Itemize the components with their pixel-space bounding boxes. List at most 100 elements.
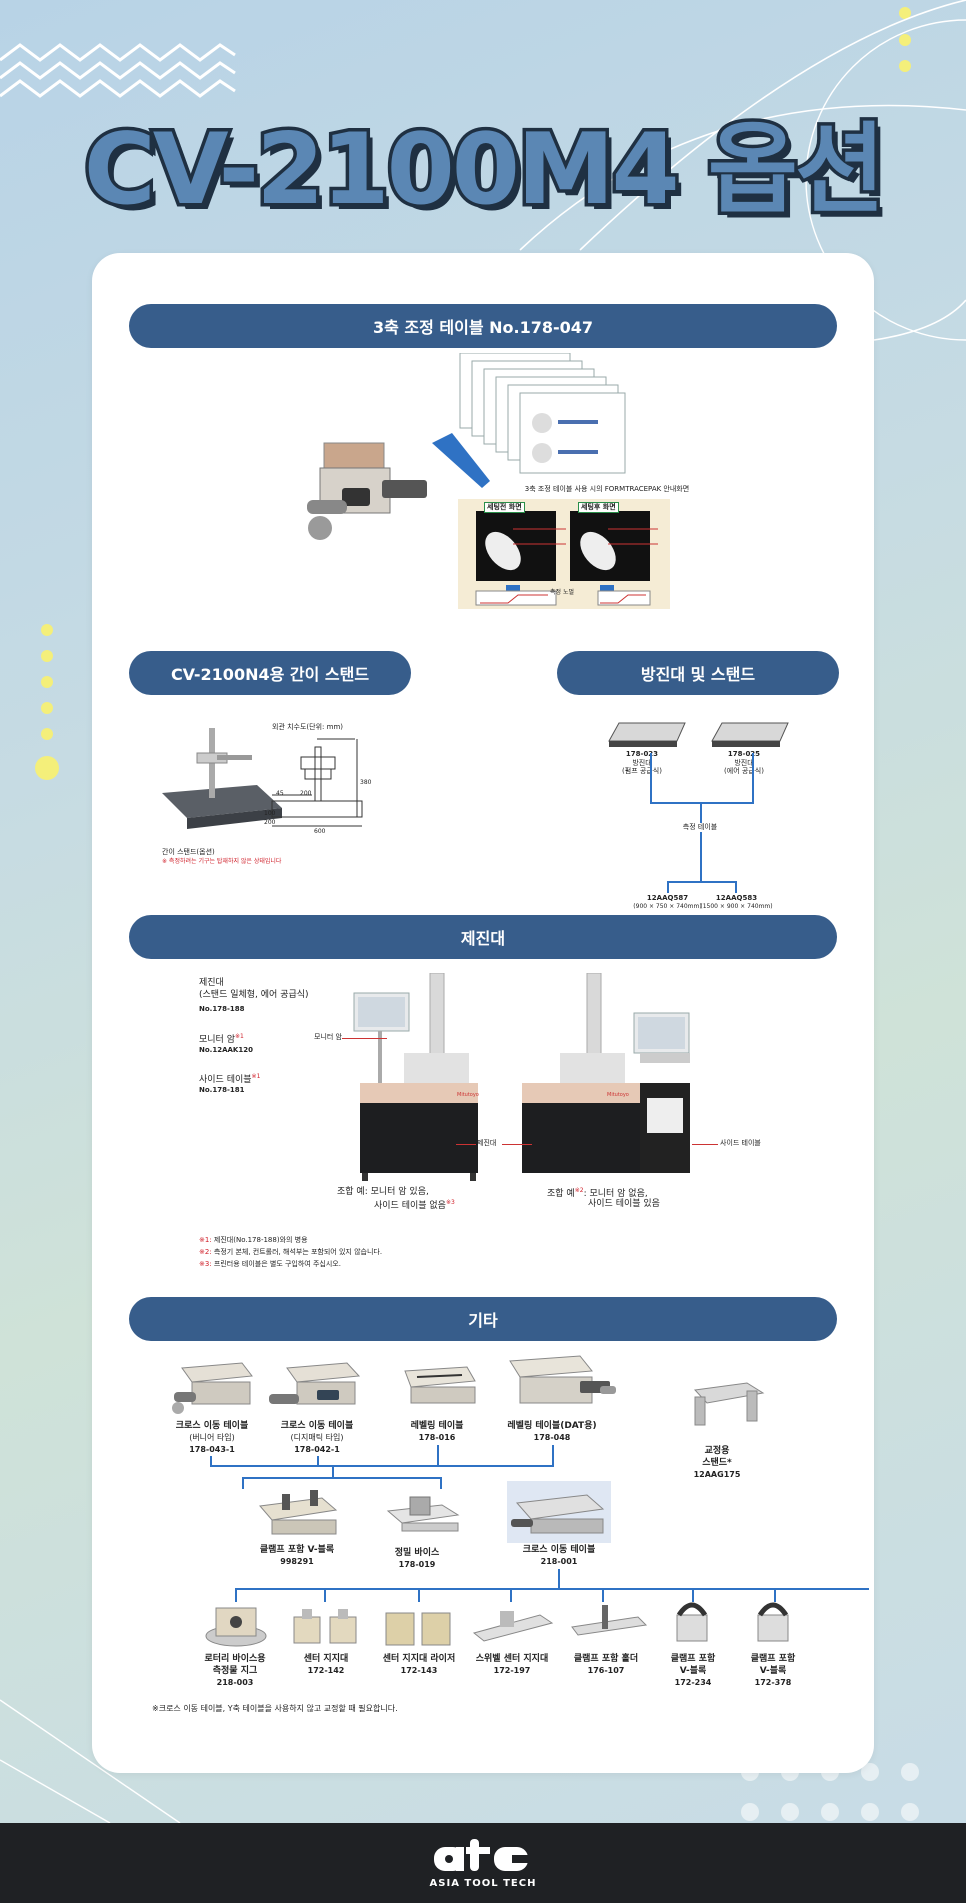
row3-item2-name: 센터 지지대 (303, 1654, 349, 1664)
row3-item7-sub: V-블록 (759, 1666, 787, 1676)
row2-item2-code: 178-019 (398, 1560, 436, 1569)
center-support-image (293, 1609, 357, 1644)
section-heading-axis-table: 3축 조정 테이블 No.178-047 (129, 304, 837, 348)
options-card: 3축 조정 테이블 No.178-047 3축 조정 테이블 사용 시의 FOR… (92, 253, 874, 1773)
rotary-vise-jig-image (205, 1607, 267, 1647)
combo-1-line1: 조합 예: 모니터 암 있음, (337, 1187, 429, 1197)
stand-2-dim: (1500 × 900 × 740mm) (700, 903, 773, 910)
combo-1-line2: 사이드 테이블 없음※3 (374, 1199, 455, 1211)
vib-item-1-name: 제진대 (199, 978, 224, 988)
dim-200-side: 200 (264, 819, 276, 826)
row1-item3-name: 레벨링 테이블 (410, 1421, 464, 1431)
leveling-table-dat-image (509, 1355, 616, 1404)
row3-item5-code: 176-107 (587, 1666, 625, 1675)
dim-45: 45 (276, 790, 284, 797)
row2-item1-code: 998291 (280, 1557, 314, 1566)
simple-stand-image (162, 728, 282, 829)
row3-item6-name: 클램프 포함 (670, 1654, 716, 1664)
stand-1-dim: (900 × 750 × 740mm) (633, 903, 702, 910)
anti-vib-2-name: 방진대 (734, 759, 754, 767)
row1-item3-code: 178-016 (418, 1433, 456, 1442)
row3-item5-name: 클램프 포함 홀더 (573, 1654, 639, 1664)
v-block-clamp-image (259, 1490, 338, 1535)
vib-item-3-code: No.178-181 (199, 1086, 245, 1094)
footer-logo-text: ASIA TOOL TECH (429, 1878, 537, 1889)
row3-item3-code: 172-143 (400, 1666, 438, 1675)
row1-item2-sub: (디지매틱 타입) (290, 1433, 344, 1442)
swivel-center-support-image (472, 1611, 554, 1642)
simple-stand-drawing (271, 738, 363, 827)
others-footnote: ※크로스 이동 테이블, Y축 테이블을 사용하지 않고 교정할 때 필요합니다… (152, 1704, 398, 1713)
cross-table-vernier-image (172, 1362, 253, 1414)
row3-item1-sub: 측정물 지그 (212, 1666, 258, 1676)
row3-item6-sub: V-블록 (679, 1666, 707, 1676)
row3-item7-code: 172-378 (754, 1678, 792, 1687)
vib-item-1-code: No.178-188 (199, 1005, 245, 1013)
v-block-378-image (757, 1602, 789, 1642)
simple-stand-caption: 간이 스탠드(옵션) (162, 848, 215, 856)
vib-item-2-code: No.12AAK120 (199, 1046, 253, 1054)
row3-item6-code: 172-234 (674, 1678, 712, 1687)
section-heading-anti-vib: 방진대 및 스탠드 (557, 651, 839, 695)
anti-vib-table-label: 측정 테이블 (670, 823, 730, 832)
anti-vib-2-code: 178-025 (727, 750, 761, 758)
label-side-table: 사이드 테이블 (720, 1139, 761, 1147)
row1-item2-code: 178-042-1 (294, 1445, 340, 1454)
row3-item1-name: 로터리 바이스용 (204, 1654, 266, 1664)
vib-note-2: ※2: 측정기 본체, 컨트롤러, 해석부는 포함되어 있지 않습니다. (199, 1248, 383, 1256)
row3-item2-code: 172-142 (307, 1666, 345, 1675)
vib-item-1-sub: (스탠드 일체형, 에어 공급식) (199, 990, 309, 1000)
vib-item-2-name: 모니터 암※1 (199, 1033, 244, 1045)
axis-table-image (307, 442, 427, 540)
stand-2-code: 12AAQ583 (715, 894, 758, 902)
logo-mark-text: atc (432, 1835, 434, 1836)
vib-brand-2: Mitutoyo (607, 1092, 629, 1098)
simple-stand-note: ※ 측정하려는 기구는 탑재하지 않은 상태입니다 (162, 858, 282, 865)
stand-1-code: 12AAQ587 (646, 894, 689, 902)
vib-note-1: ※1: 제진대(No.178-188)와의 병용 (199, 1236, 308, 1244)
clamp-holder-image (571, 1605, 648, 1636)
simple-stand-dim-title: 외관 치수도(단위: mm) (272, 723, 343, 731)
cross-table-digimatic-image (269, 1362, 361, 1405)
row1-item4-name: 레벨링 테이블(DAT용) (507, 1421, 597, 1431)
section-heading-others: 기타 (129, 1297, 837, 1341)
software-screens-image (432, 353, 626, 488)
anti-vib-1-sub: (펌프 공급식) (622, 767, 662, 775)
page-title: CV-2100M4 옵션 (80, 110, 888, 231)
anti-vib-2-sub: (에어 공급식) (724, 767, 764, 775)
row1-item4-code: 178-048 (533, 1433, 571, 1442)
anti-vib-1-name: 방진대 (632, 759, 652, 767)
axis-table-caption: 3축 조정 테이블 사용 시의 FORMTRACEPAK 안내화면 (524, 485, 690, 493)
row3-item4-name: 스위벨 센터 지지대 (475, 1654, 549, 1664)
leveling-table-image (404, 1366, 476, 1404)
dim-100: 100 (264, 810, 276, 817)
setup-screens-image (458, 499, 670, 609)
anti-vib-plate-1 (608, 722, 686, 747)
row3-item3-name: 센터 지지대 라이저 (382, 1654, 456, 1664)
label-monitor-arm: 모니터 암 (314, 1033, 342, 1042)
calib-stand-code: 12AAG175 (693, 1470, 741, 1479)
calibration-stand-image (693, 1382, 765, 1426)
calib-stand-sub: 스탠드* (702, 1458, 732, 1468)
row3-item1-code: 218-003 (216, 1678, 254, 1687)
row1-item2-name: 크로스 이동 테이블 (280, 1421, 354, 1431)
combo-2-line2: 사이드 테이블 있음 (588, 1199, 660, 1209)
atc-logo-mark: atc (432, 1835, 532, 1871)
anti-vib-plate-2 (711, 722, 789, 747)
precision-vise-image (386, 1496, 460, 1532)
section-heading-vib-table: 제진대 (129, 915, 837, 959)
vib-table-machine-2: Mitutoyo (522, 973, 690, 1173)
vib-table-machine-1: Mitutoyo (353, 973, 479, 1181)
dim-380: 380 (360, 779, 372, 786)
vib-note-3: ※3: 프린터용 테이블은 별도 구입하여 주십시오. (199, 1260, 341, 1268)
row3-item4-code: 172-197 (493, 1666, 531, 1675)
row3-item7-name: 클램프 포함 (750, 1654, 796, 1664)
section-heading-simple-stand: CV-2100N4용 간이 스탠드 (129, 651, 411, 695)
dim-600: 600 (314, 828, 326, 835)
vib-item-3-name: 사이드 테이블※1 (199, 1073, 261, 1085)
screen-button-label: 측정 노멀 (550, 589, 574, 596)
screen-label-left: 세팅전 화면 (484, 502, 525, 513)
combo-2-line1: 조합 예※2: 모니터 암 없음, (547, 1187, 648, 1199)
footer-bar: atc ASIA TOOL TECH (0, 1823, 966, 1903)
v-block-234-image (676, 1602, 708, 1642)
